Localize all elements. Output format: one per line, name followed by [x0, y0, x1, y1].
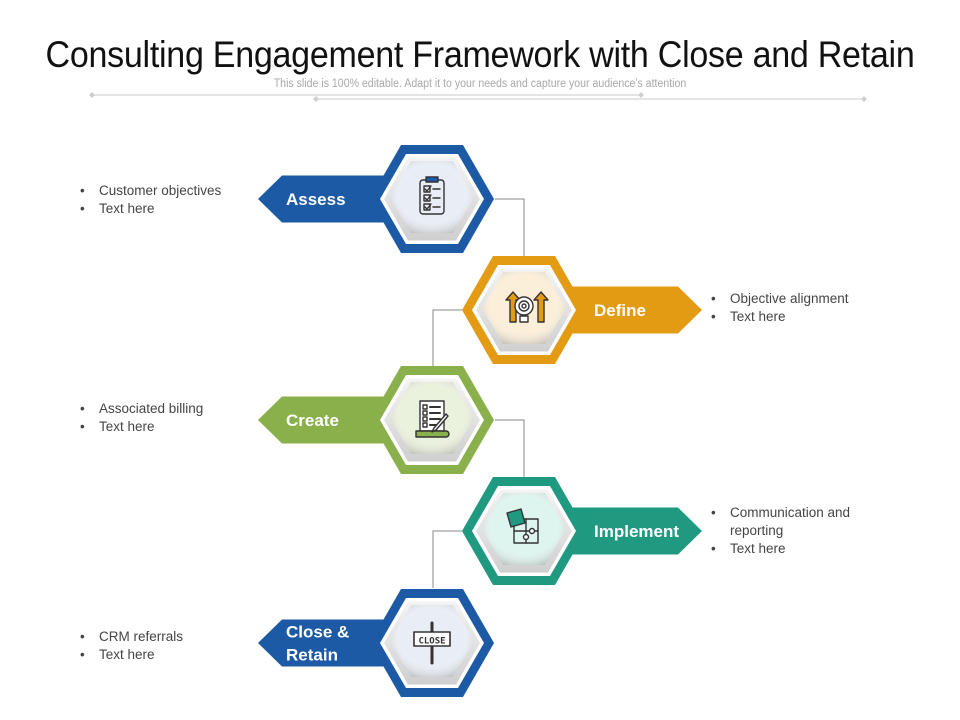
step-4-bullets: Communication and reporting Text here — [711, 504, 861, 558]
bullet-item: Text here — [80, 200, 250, 218]
step-2-bullets: Objective alignment Text here — [711, 290, 881, 326]
step-5-label: Close & — [286, 623, 349, 642]
step-2-label: Define — [594, 301, 646, 320]
step-1-arrow — [258, 175, 412, 223]
step-5-arrow — [258, 619, 412, 667]
step-5-bullets: CRM referrals Text here — [80, 628, 250, 664]
bullet-item: Text here — [80, 418, 250, 436]
step-2-arrow — [544, 286, 702, 334]
bullet-item: Text here — [711, 308, 881, 326]
document-scroll-pencil-icon — [415, 400, 450, 438]
lightbulb-gear-arrows-icon — [505, 291, 549, 323]
close-sign-icon: CLOSE — [413, 621, 451, 665]
step-5-node: CLOSE Close & Retain — [258, 589, 494, 697]
bullet-item: Text here — [80, 646, 250, 664]
close-sign-text: CLOSE — [418, 637, 445, 647]
step-3-bullets: Associated billing Text here — [80, 400, 250, 436]
step-2-node: Define — [462, 256, 702, 364]
step-4-arrow — [544, 507, 702, 555]
hexagon-shade — [390, 161, 474, 233]
bullet-item: Text here — [711, 540, 861, 558]
step-3-arrow — [258, 396, 412, 444]
clipboard-checklist-icon — [419, 176, 445, 215]
connector-lines — [432, 198, 525, 588]
slide-subtitle: This slide is 100% editable. Adapt it to… — [273, 78, 687, 90]
bullet-item: Objective alignment — [711, 290, 881, 308]
bullet-item: Customer objectives — [80, 182, 250, 200]
bullet-item: Associated billing — [80, 400, 250, 418]
step-1-label: Assess — [286, 190, 346, 209]
step-4-node: Implement — [462, 477, 702, 585]
step-1-node: Assess — [258, 145, 494, 253]
bullet-item: Communication and reporting — [711, 504, 861, 540]
step-5-label: Retain — [286, 646, 338, 665]
header-divider — [89, 92, 867, 102]
step-4-label: Implement — [594, 522, 679, 541]
step-3-node: Create — [258, 366, 494, 474]
hexagon-shade — [482, 493, 566, 565]
bullet-item: CRM referrals — [80, 628, 250, 646]
step-1-bullets: Customer objectives Text here — [80, 182, 250, 218]
puzzle-pieces-icon — [506, 508, 539, 544]
slide-title: Consulting Engagement Framework with Clo… — [45, 34, 915, 75]
step-3-label: Create — [286, 411, 339, 430]
